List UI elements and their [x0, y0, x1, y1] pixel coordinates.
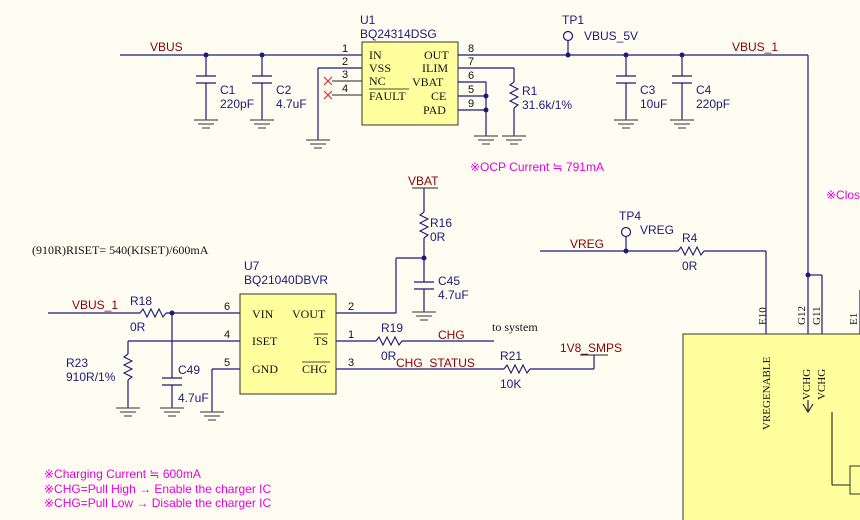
- u1-pin-fault: FAULT: [369, 89, 406, 103]
- r1-val: 31.6k/1%: [522, 98, 572, 112]
- u1-pinnum-5: 5: [468, 84, 474, 96]
- note-charging-current: ※Charging Current ≒ 600mA: [44, 467, 201, 481]
- u7-ref: U7: [244, 259, 260, 273]
- u1-pin-vbat: VBAT: [412, 75, 444, 89]
- u1-pin-pad: PAD: [423, 103, 446, 117]
- note-chg-low: ※CHG=Pull Low → Disable the charger IC: [44, 496, 271, 510]
- label-vregenable: VREGENABLE: [761, 356, 773, 430]
- note-ocp: ※OCP Current ≒ 791mA: [470, 160, 604, 174]
- r18-val: 0R: [130, 320, 146, 334]
- u1-pinnum-2: 2: [342, 56, 348, 68]
- c1-ref: C1: [220, 83, 236, 97]
- r18-ref: R18: [130, 294, 152, 308]
- u7-pin-gnd: GND: [252, 362, 278, 376]
- u1-pin-out: OUT: [424, 48, 449, 62]
- net-vbus-5v: VBUS_5V: [584, 29, 638, 43]
- u1-body[interactable]: [361, 41, 459, 126]
- label-vchg-2: VCHG: [816, 369, 828, 400]
- vbat-section: VBAT R16 0R C45 4.7uF: [395, 174, 469, 321]
- u1-pin-ce: CE: [431, 89, 446, 103]
- u7-section: (910R)RISET= 540(KISET)/600mA U7 BQ21040…: [32, 243, 622, 421]
- u1-pinnum-3: 3: [342, 69, 348, 81]
- r16-val: 0R: [430, 230, 446, 244]
- c4-val: 220pF: [696, 97, 730, 111]
- note-chg-high: ※CHG=Pull High → Enable the charger IC: [44, 482, 271, 496]
- u1-part: BQ24314DSG: [360, 27, 437, 41]
- r21-val: 10K: [500, 377, 521, 391]
- net-vbus: VBUS: [150, 40, 183, 54]
- c2-val: 4.7uF: [276, 97, 307, 111]
- u7-pinnum-6: 6: [224, 301, 230, 313]
- r1-ref: R1: [522, 84, 538, 98]
- net-vbat: VBAT: [408, 174, 439, 188]
- u1-pin-in: IN: [369, 48, 382, 62]
- pin-e1: E1: [848, 313, 860, 325]
- u1-pin-nc: NC: [369, 74, 386, 88]
- u1-section: VBUS C1 220pF C2 4.7uF U1 BQ24314DSG IN: [120, 13, 809, 275]
- pin-e10: E10: [757, 307, 769, 325]
- u7-pinnum-3: 3: [348, 357, 354, 369]
- u7-pin-ts: TS: [314, 334, 328, 348]
- c49-ref: C49: [178, 363, 200, 377]
- r19-val: 0R: [381, 349, 397, 363]
- u7-pin-vin: VIN: [252, 307, 274, 321]
- net-vreg-tp: VREG: [640, 223, 674, 237]
- net-vreg: VREG: [570, 237, 604, 251]
- u1-pinnum-7: 7: [468, 56, 474, 68]
- u7-pin-vout: VOUT: [292, 307, 326, 321]
- big-ic-section: E10 G12 G11 E1 VREGENABLE VCHG VCHG: [682, 272, 860, 520]
- r23-ref: R23: [66, 356, 88, 370]
- c49-val: 4.7uF: [178, 391, 209, 405]
- u1-pinnum-4: 4: [342, 83, 348, 95]
- r23-val: 910R/1%: [66, 370, 116, 384]
- ground-symbols-top: [194, 119, 694, 149]
- r16-ref: R16: [430, 216, 452, 230]
- c1-val: 220pF: [220, 97, 254, 111]
- note-riset: (910R)RISET= 540(KISET)/600mA: [32, 243, 209, 257]
- u1-pinnum-9: 9: [468, 98, 474, 110]
- u1-pinnum-8: 8: [468, 43, 474, 55]
- u7-pinnum-5: 5: [224, 357, 230, 369]
- u7-pin-chg: CHG: [302, 362, 328, 376]
- tp4-ref: TP4: [619, 209, 641, 223]
- label-vchg-1: VCHG: [801, 369, 813, 400]
- u7-part: BQ21040DBVR: [244, 273, 328, 287]
- u7-pin-iset: ISET: [252, 334, 278, 348]
- pin-g12: G12: [796, 306, 808, 325]
- c45-ref: C45: [438, 274, 460, 288]
- u1-pin-ilim: ILIM: [422, 61, 448, 75]
- tp1-ref: TP1: [562, 13, 584, 27]
- c3-val: 10uF: [640, 97, 667, 111]
- note-to-system: to system: [492, 320, 538, 334]
- r4-val: 0R: [682, 259, 698, 273]
- u7-pinnum-4: 4: [224, 329, 230, 341]
- big-ic-body[interactable]: [682, 333, 860, 520]
- net-vbus-1-top: VBUS_1: [732, 40, 778, 54]
- c4-ref: C4: [696, 83, 712, 97]
- net-chg-status: CHG_STATUS: [396, 356, 475, 370]
- u1-ref: U1: [360, 13, 376, 27]
- u1-pin-vss: VSS: [369, 61, 391, 75]
- net-chg: CHG: [438, 328, 465, 342]
- r21-ref: R21: [500, 349, 522, 363]
- u7-pinnum-1: 1: [348, 329, 354, 341]
- note-close: ※Clos: [826, 188, 860, 202]
- u7-pinnum-2: 2: [348, 301, 354, 313]
- vreg-section: TP4 VREG VREG R4 0R: [540, 209, 767, 334]
- u7-body[interactable]: [239, 293, 337, 395]
- u1-pinnum-1: 1: [342, 43, 348, 55]
- r4-ref: R4: [682, 231, 698, 245]
- c45-val: 4.7uF: [438, 288, 469, 302]
- c3-ref: C3: [640, 83, 656, 97]
- tp1-marker[interactable]: [562, 30, 574, 42]
- net-1v8-smps: 1V8_SMPS: [560, 341, 622, 355]
- c2-ref: C2: [276, 83, 292, 97]
- pin-g11: G11: [811, 306, 823, 325]
- r19-ref: R19: [381, 321, 403, 335]
- net-vbus-1-left: VBUS_1: [72, 298, 118, 312]
- u1-pinnum-6: 6: [468, 70, 474, 82]
